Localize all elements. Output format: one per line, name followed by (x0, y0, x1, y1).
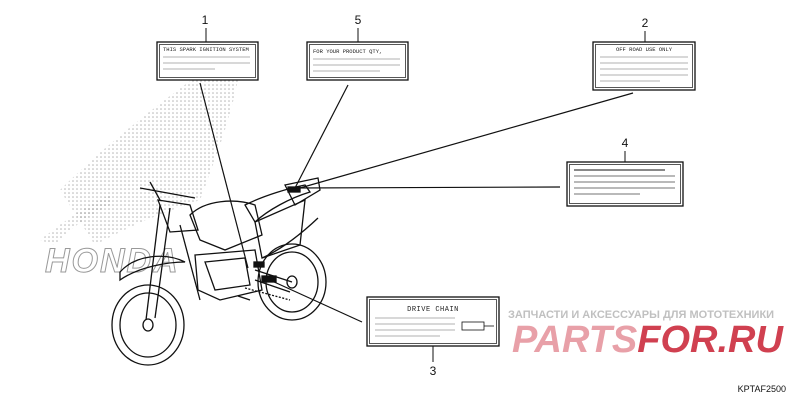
callout-2: 2 (642, 16, 649, 30)
watermark-slogan: ЗАПЧАСТИ И АКСЕССУАРЫ ДЛЯ МОТОТЕХНИКИ (508, 309, 774, 321)
watermark-logo-part2: FOR.RU (637, 319, 784, 361)
callout-1: 1 (202, 13, 209, 27)
label-3-drive-chain: DRIVE CHAIN (366, 296, 500, 347)
label-4-info (566, 161, 684, 207)
label-3-text: DRIVE CHAIN (407, 306, 459, 314)
label-5-product: FOR YOUR PRODUCT QTY, (306, 41, 409, 81)
honda-wing-watermark (40, 61, 239, 245)
callout-3: 3 (430, 364, 437, 378)
honda-wordmark: HONDA (45, 242, 180, 280)
motorcycle-illustration (111, 177, 327, 366)
callout-5: 5 (355, 13, 362, 27)
watermark-logo-part1: PARTS (512, 319, 637, 361)
label-5-text: FOR YOUR PRODUCT QTY, (313, 48, 382, 55)
callout-4: 4 (622, 136, 629, 150)
label-1-spark-ignition: THIS SPARK IGNITION SYSTEM (156, 41, 259, 81)
label-1-text: THIS SPARK IGNITION SYSTEM (163, 46, 249, 53)
label-2-text: OFF ROAD USE ONLY (616, 46, 673, 53)
watermark-logo: PARTSFOR.RU (512, 319, 784, 361)
diagram-code: KPTAF2500 (738, 384, 786, 394)
leader-lines (199, 82, 634, 323)
label-2-off-road: OFF ROAD USE ONLY (592, 41, 696, 91)
